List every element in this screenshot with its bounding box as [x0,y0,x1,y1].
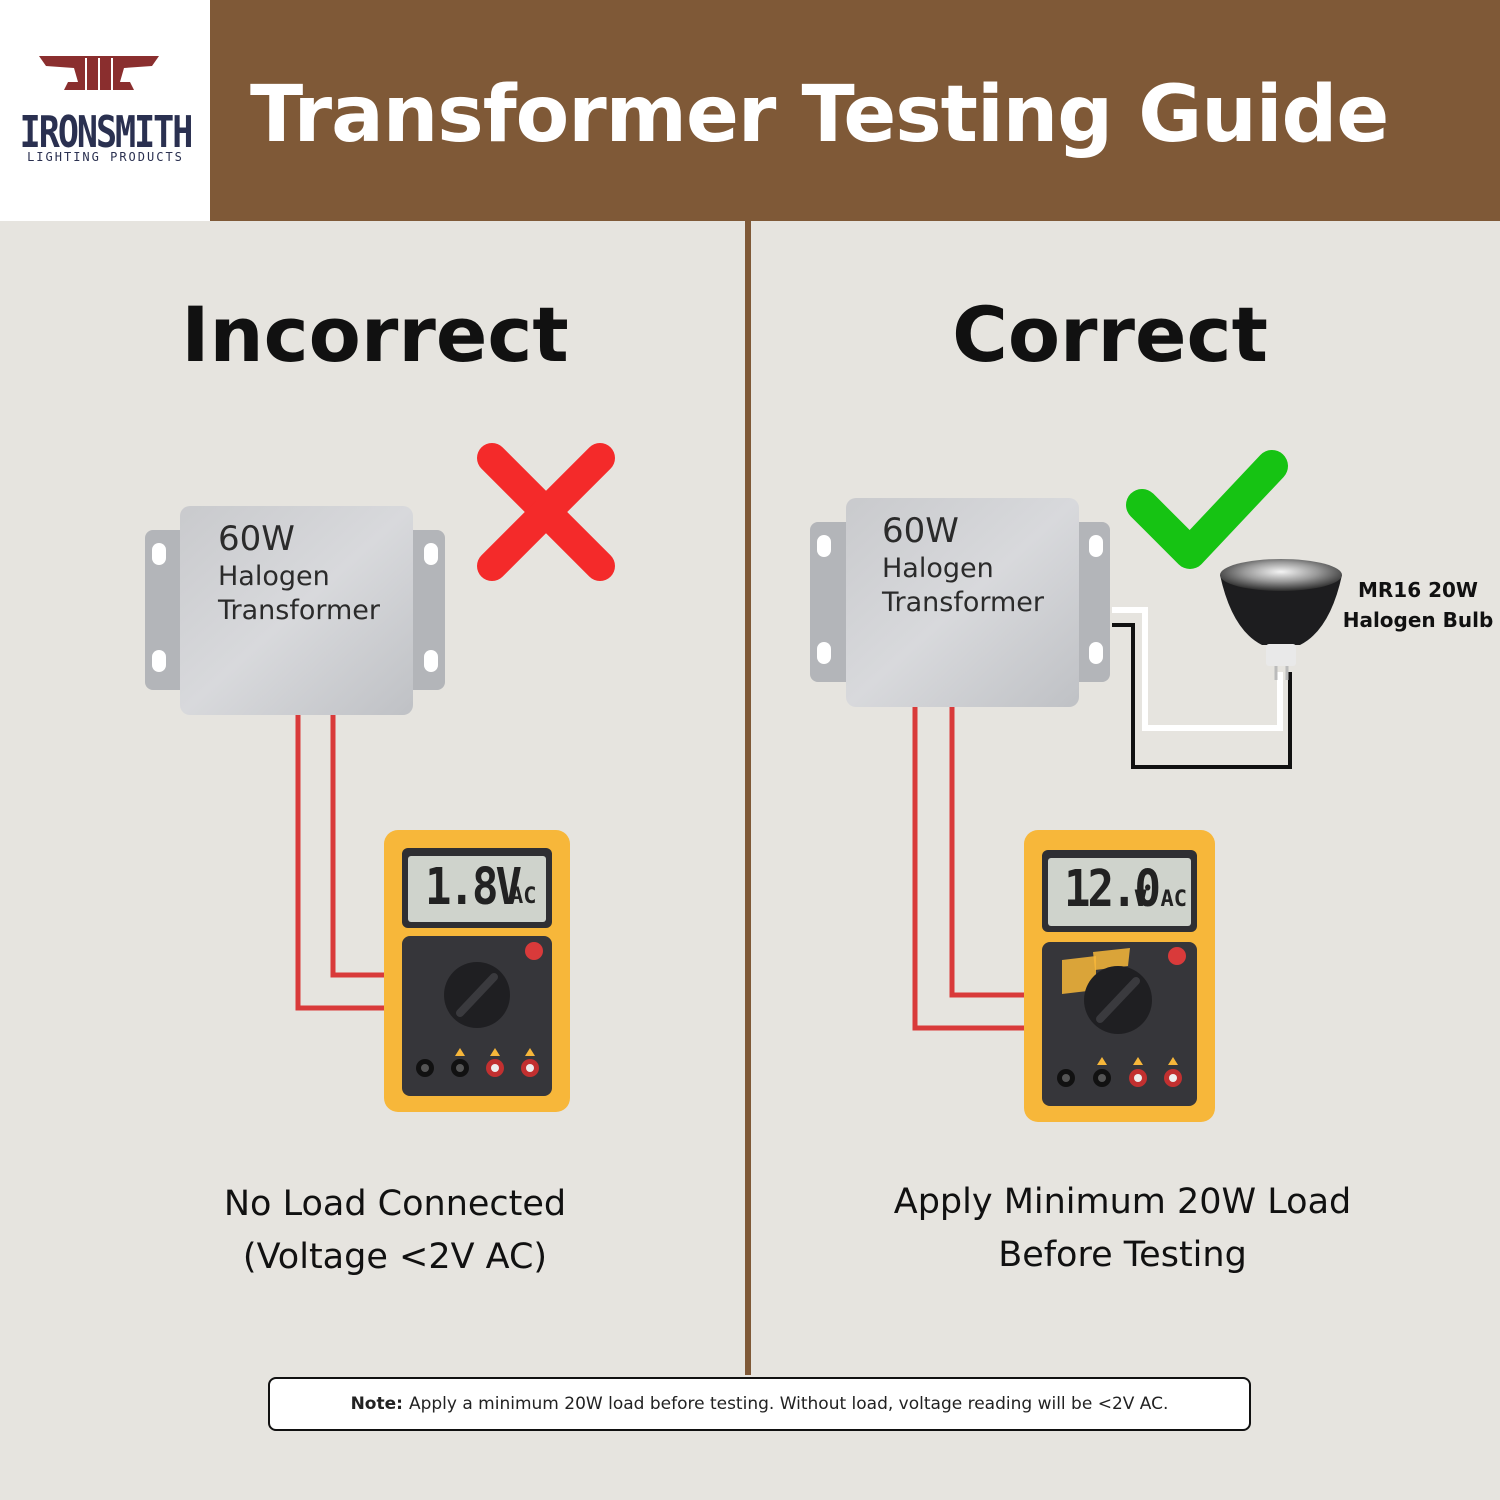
logo: IRONSMITH LIGHTING PRODUCTS [0,0,210,221]
panel-divider [745,221,751,1375]
bulb-label-line1: MR16 20W [1358,578,1478,602]
correct-title: Correct [952,290,1268,379]
right-transformer-watt: 60W [882,511,959,551]
right-meter-unit: V AC [1134,887,1187,912]
bulb-label-line2: Halogen Bulb [1342,608,1494,632]
bulb-label: MR16 20W Halogen Bulb [1338,575,1498,635]
anvil-icon [39,56,159,103]
left-meter-reading: 1.8V [425,858,522,917]
header-bar: IRONSMITH LIGHTING PRODUCTS Transformer … [0,0,1500,221]
incorrect-title: Incorrect [181,290,569,379]
right-transformer-label: 60W Halogen Transformer [882,514,1044,616]
left-transformer [145,506,445,715]
incorrect-x-icon [477,443,615,581]
note-label: Note: [350,1394,403,1414]
bulb-icon [1220,559,1342,680]
right-multimeter [1024,830,1215,1122]
incorrect-caption: No Load Connected (Voltage <2V AC) [160,1178,630,1283]
left-transformer-label: 60W Halogen Transformer [218,522,380,624]
logo-name: IRONSMITH [19,108,194,158]
left-wires [295,715,385,1011]
left-multimeter [384,830,570,1112]
left-transformer-watt: 60W [218,519,295,559]
incorrect-caption-line1: No Load Connected [223,1184,567,1224]
logo-subtitle: LIGHTING PRODUCTS [27,150,184,164]
right-transformer [810,498,1110,707]
right-meter-reading: 12.0 [1064,860,1161,919]
right-transformer-kind: Transformer [882,587,1045,618]
right-transformer-type: Halogen [882,553,994,584]
note-box: Note: Apply a minimum 20W load before te… [268,1377,1251,1431]
correct-caption-line1: Apply Minimum 20W Load [893,1182,1352,1222]
correct-check-icon [1126,450,1288,569]
correct-caption: Apply Minimum 20W Load Before Testing [860,1176,1385,1281]
left-meter-unit: AC [510,884,537,909]
left-transformer-kind: Transformer [218,595,381,626]
correct-caption-line2: Before Testing [998,1234,1247,1275]
incorrect-caption-line2: (Voltage <2V AC) [242,1236,548,1277]
right-wires [912,607,1292,1031]
page-title: Transformer Testing Guide [250,70,1389,160]
left-transformer-type: Halogen [218,561,330,592]
note-text: Apply a minimum 20W load before testing.… [408,1394,1169,1414]
